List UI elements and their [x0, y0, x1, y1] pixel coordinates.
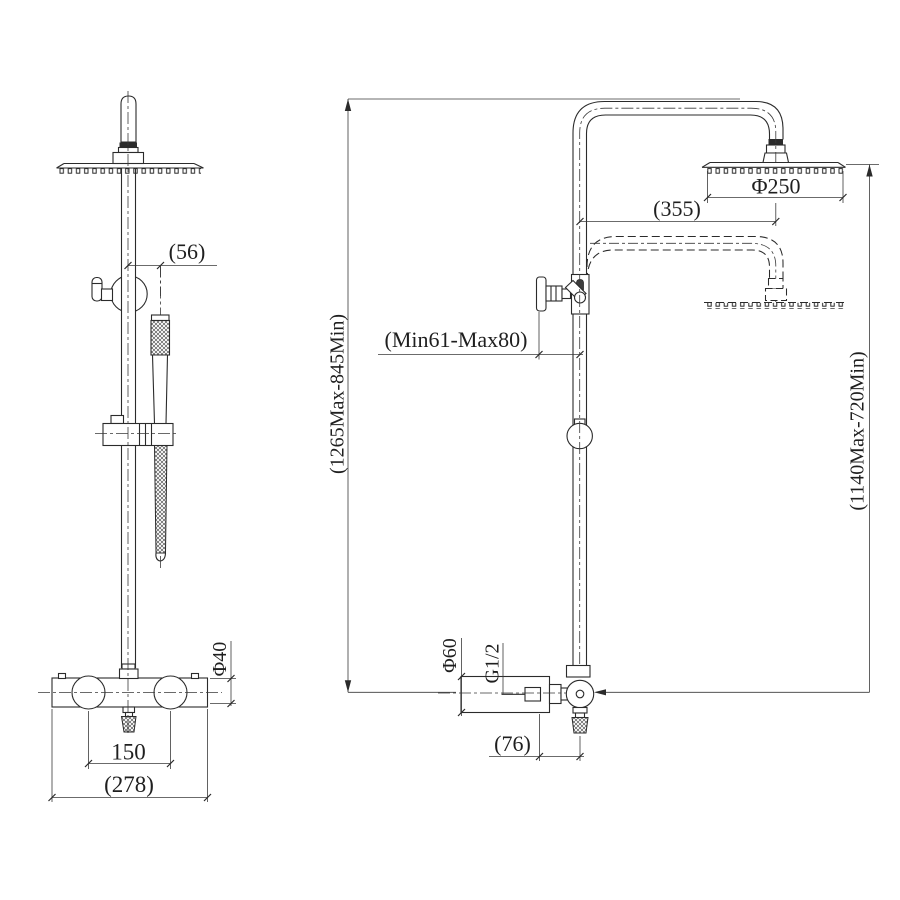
dim-label-phi250: Φ250 — [751, 174, 800, 199]
riser-and-arm-side — [572, 100, 784, 667]
dim-label-76: (76) — [494, 731, 531, 756]
rain-shower-head-side — [701, 139, 846, 175]
dimension-56: (56) — [124, 239, 217, 296]
dim-label-150: 150 — [111, 740, 146, 765]
side-view: (1265Max-845Min) (1140Max-720Min) Φ250 — [327, 98, 879, 761]
dim-label-278: (278) — [104, 772, 154, 797]
dimension-phi40: Φ40 — [209, 641, 236, 708]
dimension-150: 150 — [84, 711, 175, 769]
riser-centerline-side — [579, 107, 777, 664]
dimension-76: (76) — [489, 714, 584, 761]
mixer-valve-side — [438, 664, 595, 734]
dimension-phi250: Φ250 — [703, 171, 847, 203]
dim-label-phi60: Φ60 — [439, 638, 461, 673]
phantom-lowered-arm — [586, 235, 846, 309]
slide-rail-clamp — [95, 414, 179, 447]
dim-label-g12: G1/2 — [482, 644, 504, 684]
dimension-355: (355) — [576, 196, 780, 226]
dim-label-1265max-845min: (1265Max-845Min) — [327, 314, 349, 474]
slider-bracket — [91, 275, 148, 313]
rain-shower-head-front — [56, 162, 204, 175]
mixer-valve-front — [38, 663, 222, 733]
dim-label-56: (56) — [169, 239, 206, 264]
dimension-278: (278) — [48, 709, 212, 802]
dimension-phi60: Φ60 — [439, 638, 466, 717]
wall-bracket-side — [535, 273, 590, 315]
dim-label-min61-max80: (Min61-Max80) — [385, 327, 528, 352]
dimension-1265-845: (1265Max-845Min) — [327, 98, 740, 693]
dimension-g12: G1/2 — [482, 643, 504, 694]
dim-label-1140max-720min: (1140Max-720Min) — [847, 351, 869, 510]
dimension-1140-720: (1140Max-720Min) — [594, 164, 879, 696]
front-view: (56) Φ40 150 (278) — [38, 91, 236, 802]
shower-hose — [153, 445, 168, 571]
dim-label-355: (355) — [653, 196, 701, 221]
dim-label-phi40: Φ40 — [209, 642, 231, 677]
dimension-min61-max80: (Min61-Max80) — [378, 312, 584, 360]
